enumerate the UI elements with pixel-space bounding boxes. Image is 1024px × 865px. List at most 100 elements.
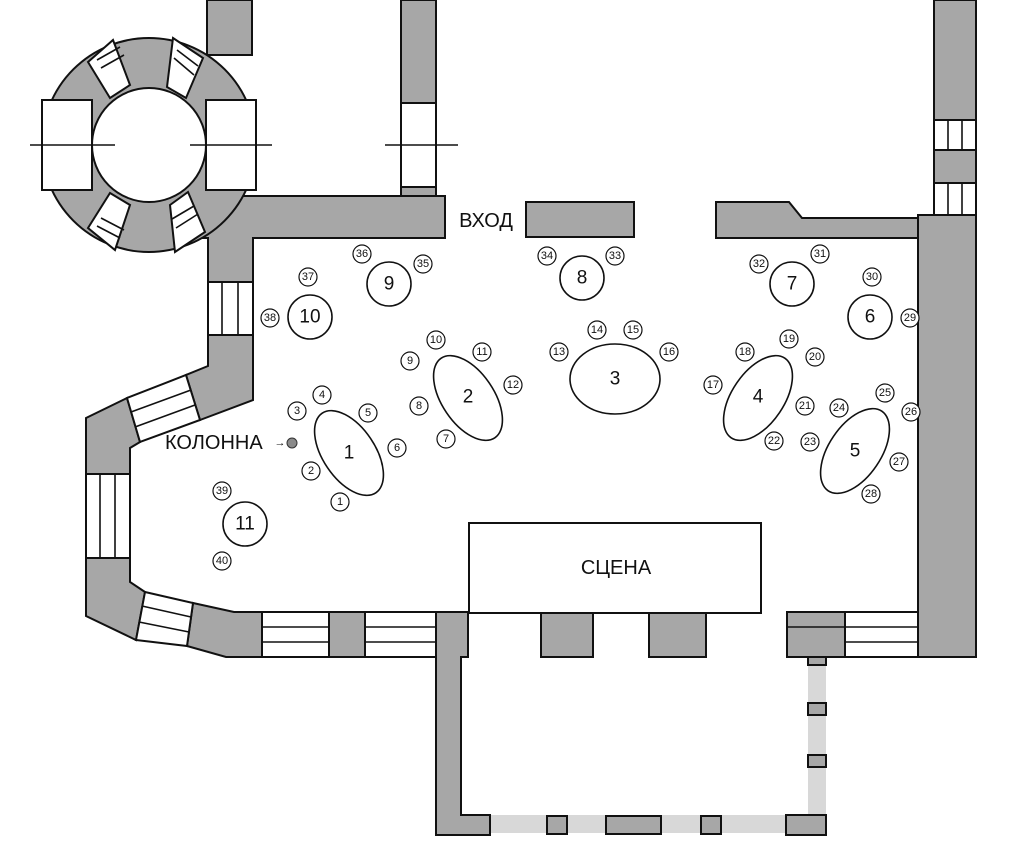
- column-dot: [286, 437, 298, 449]
- seat-29[interactable]: 29: [900, 308, 920, 328]
- svg-text:6: 6: [394, 442, 400, 454]
- seat-35[interactable]: 35: [413, 254, 433, 274]
- seat-8[interactable]: 8: [409, 396, 429, 416]
- svg-text:40: 40: [216, 555, 228, 567]
- seat-15[interactable]: 15: [623, 320, 643, 340]
- seat-3[interactable]: 3: [287, 401, 307, 421]
- svg-text:30: 30: [866, 271, 878, 283]
- table-10[interactable]: 10: [287, 294, 333, 340]
- seat-2[interactable]: 2: [301, 461, 321, 481]
- svg-text:1: 1: [337, 496, 343, 508]
- table-4[interactable]: 4: [710, 344, 807, 453]
- table-2-label: 2: [463, 387, 474, 408]
- seat-17[interactable]: 17: [703, 375, 723, 395]
- table-7[interactable]: 7: [769, 261, 815, 307]
- stage: СЦЕНА: [468, 522, 762, 614]
- seat-18[interactable]: 18: [735, 342, 755, 362]
- column-arrow: →: [275, 437, 286, 449]
- svg-text:5: 5: [365, 407, 371, 419]
- seat-16[interactable]: 16: [659, 342, 679, 362]
- seat-32[interactable]: 32: [749, 254, 769, 274]
- table-10-label: 10: [299, 307, 320, 328]
- table-5[interactable]: 5: [807, 397, 904, 506]
- seat-21[interactable]: 21: [795, 396, 815, 416]
- seat-36[interactable]: 36: [352, 244, 372, 264]
- seat-25[interactable]: 25: [875, 383, 895, 403]
- seat-6[interactable]: 6: [387, 438, 407, 458]
- seat-13[interactable]: 13: [549, 342, 569, 362]
- seat-19[interactable]: 19: [779, 329, 799, 349]
- svg-text:31: 31: [814, 248, 826, 260]
- svg-text:32: 32: [753, 258, 765, 270]
- seat-20[interactable]: 20: [805, 347, 825, 367]
- seat-23[interactable]: 23: [800, 432, 820, 452]
- seat-39[interactable]: 39: [212, 481, 232, 501]
- svg-text:20: 20: [809, 351, 821, 363]
- svg-text:35: 35: [417, 258, 429, 270]
- seat-30[interactable]: 30: [862, 267, 882, 287]
- svg-text:3: 3: [294, 405, 300, 417]
- svg-text:36: 36: [356, 248, 368, 260]
- table-11[interactable]: 11: [222, 501, 268, 547]
- table-5-label: 5: [850, 441, 861, 462]
- seat-14[interactable]: 14: [587, 320, 607, 340]
- svg-text:17: 17: [707, 379, 719, 391]
- seat-4[interactable]: 4: [312, 385, 332, 405]
- seat-34[interactable]: 34: [537, 246, 557, 266]
- table-9-label: 9: [384, 274, 395, 295]
- seat-38[interactable]: 38: [260, 308, 280, 328]
- svg-text:38: 38: [264, 312, 276, 324]
- seat-5[interactable]: 5: [358, 403, 378, 423]
- column-label: КОЛОННА: [165, 432, 263, 454]
- table-6-label: 6: [865, 307, 876, 328]
- table-1[interactable]: 1: [301, 399, 398, 508]
- seat-33[interactable]: 33: [605, 246, 625, 266]
- svg-text:21: 21: [799, 400, 811, 412]
- seat-26[interactable]: 26: [901, 402, 921, 422]
- seat-1[interactable]: 1: [330, 492, 350, 512]
- table-3-label: 3: [610, 369, 621, 390]
- seat-12[interactable]: 12: [503, 375, 523, 395]
- terrace: [460, 658, 826, 833]
- rotunda: [30, 36, 272, 254]
- table-3[interactable]: 3: [569, 343, 661, 415]
- seat-40[interactable]: 40: [212, 551, 232, 571]
- seat-28[interactable]: 28: [861, 484, 881, 504]
- svg-text:39: 39: [216, 485, 228, 497]
- windows: [85, 102, 977, 658]
- svg-text:24: 24: [833, 402, 845, 414]
- column-marker: КОЛОННА →: [165, 432, 298, 454]
- seat-24[interactable]: 24: [829, 398, 849, 418]
- svg-text:16: 16: [663, 346, 675, 358]
- seats: 1 2 3 4 5 6 7 8 9 10 11 12 13 14 15 16 1…: [212, 244, 921, 571]
- svg-text:29: 29: [904, 312, 916, 324]
- seat-31[interactable]: 31: [810, 244, 830, 264]
- seat-11[interactable]: 11: [472, 342, 492, 362]
- stage-label: СЦЕНА: [581, 557, 652, 579]
- table-6[interactable]: 6: [847, 294, 893, 340]
- svg-text:13: 13: [553, 346, 565, 358]
- svg-text:26: 26: [905, 406, 917, 418]
- svg-text:27: 27: [893, 456, 905, 468]
- table-7-label: 7: [787, 274, 798, 295]
- svg-text:23: 23: [804, 436, 816, 448]
- seat-37[interactable]: 37: [298, 267, 318, 287]
- table-1-label: 1: [344, 443, 355, 464]
- seat-9[interactable]: 9: [400, 351, 420, 371]
- table-2[interactable]: 2: [420, 344, 517, 453]
- table-8[interactable]: 8: [559, 255, 605, 301]
- seat-10[interactable]: 10: [426, 330, 446, 350]
- svg-text:19: 19: [783, 333, 795, 345]
- seat-22[interactable]: 22: [764, 431, 784, 451]
- seat-27[interactable]: 27: [889, 452, 909, 472]
- tables: 1 2 3 4 5 6 7 8: [222, 255, 904, 547]
- svg-text:22: 22: [768, 435, 780, 447]
- svg-text:8: 8: [416, 400, 422, 412]
- svg-text:12: 12: [507, 379, 519, 391]
- table-9[interactable]: 9: [366, 261, 412, 307]
- svg-text:11: 11: [476, 346, 487, 358]
- svg-text:7: 7: [443, 433, 449, 445]
- svg-text:33: 33: [609, 250, 621, 262]
- svg-text:18: 18: [739, 346, 751, 358]
- seat-7[interactable]: 7: [436, 429, 456, 449]
